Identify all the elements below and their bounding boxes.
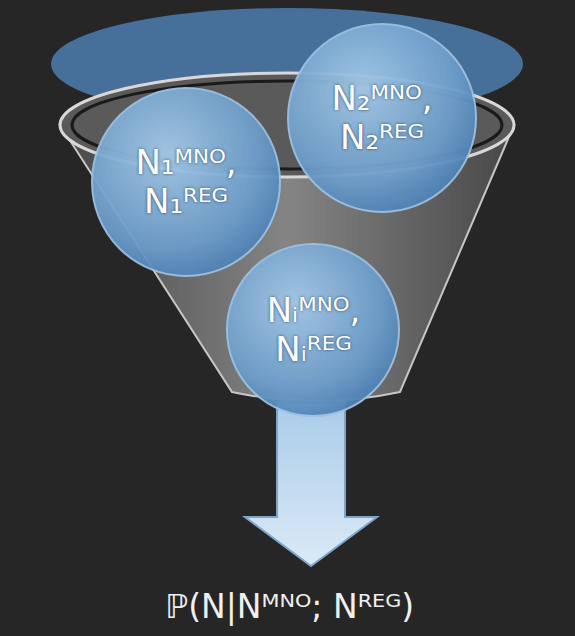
down-arrow (245, 402, 377, 566)
node-text: N₂ᴹᴺᴼ, N₂ᴿᴱᴳ (315, 79, 449, 157)
sphere-circle (92, 88, 280, 276)
sphere-node: N₁ᴹᴺᴼ, N₁ᴿᴱᴳ (90, 86, 282, 278)
formula-label: ℙ(N|Nᴹᴺᴼ; Nᴿᴱᴳ) (165, 587, 414, 626)
node-text: Nᵢᴹᴺᴼ, Nᵢᴿᴱᴳ (252, 291, 375, 369)
sphere-circle (288, 24, 476, 212)
node-text: N₁ᴹᴺᴼ, N₁ᴿᴱᴳ (119, 143, 253, 221)
sphere-node: N₂ᴹᴺᴼ, N₂ᴿᴱᴳ (286, 22, 478, 214)
sphere-circle (227, 244, 399, 416)
sphere-node: Nᵢᴹᴺᴼ, Nᵢᴿᴱᴳ (225, 242, 401, 418)
